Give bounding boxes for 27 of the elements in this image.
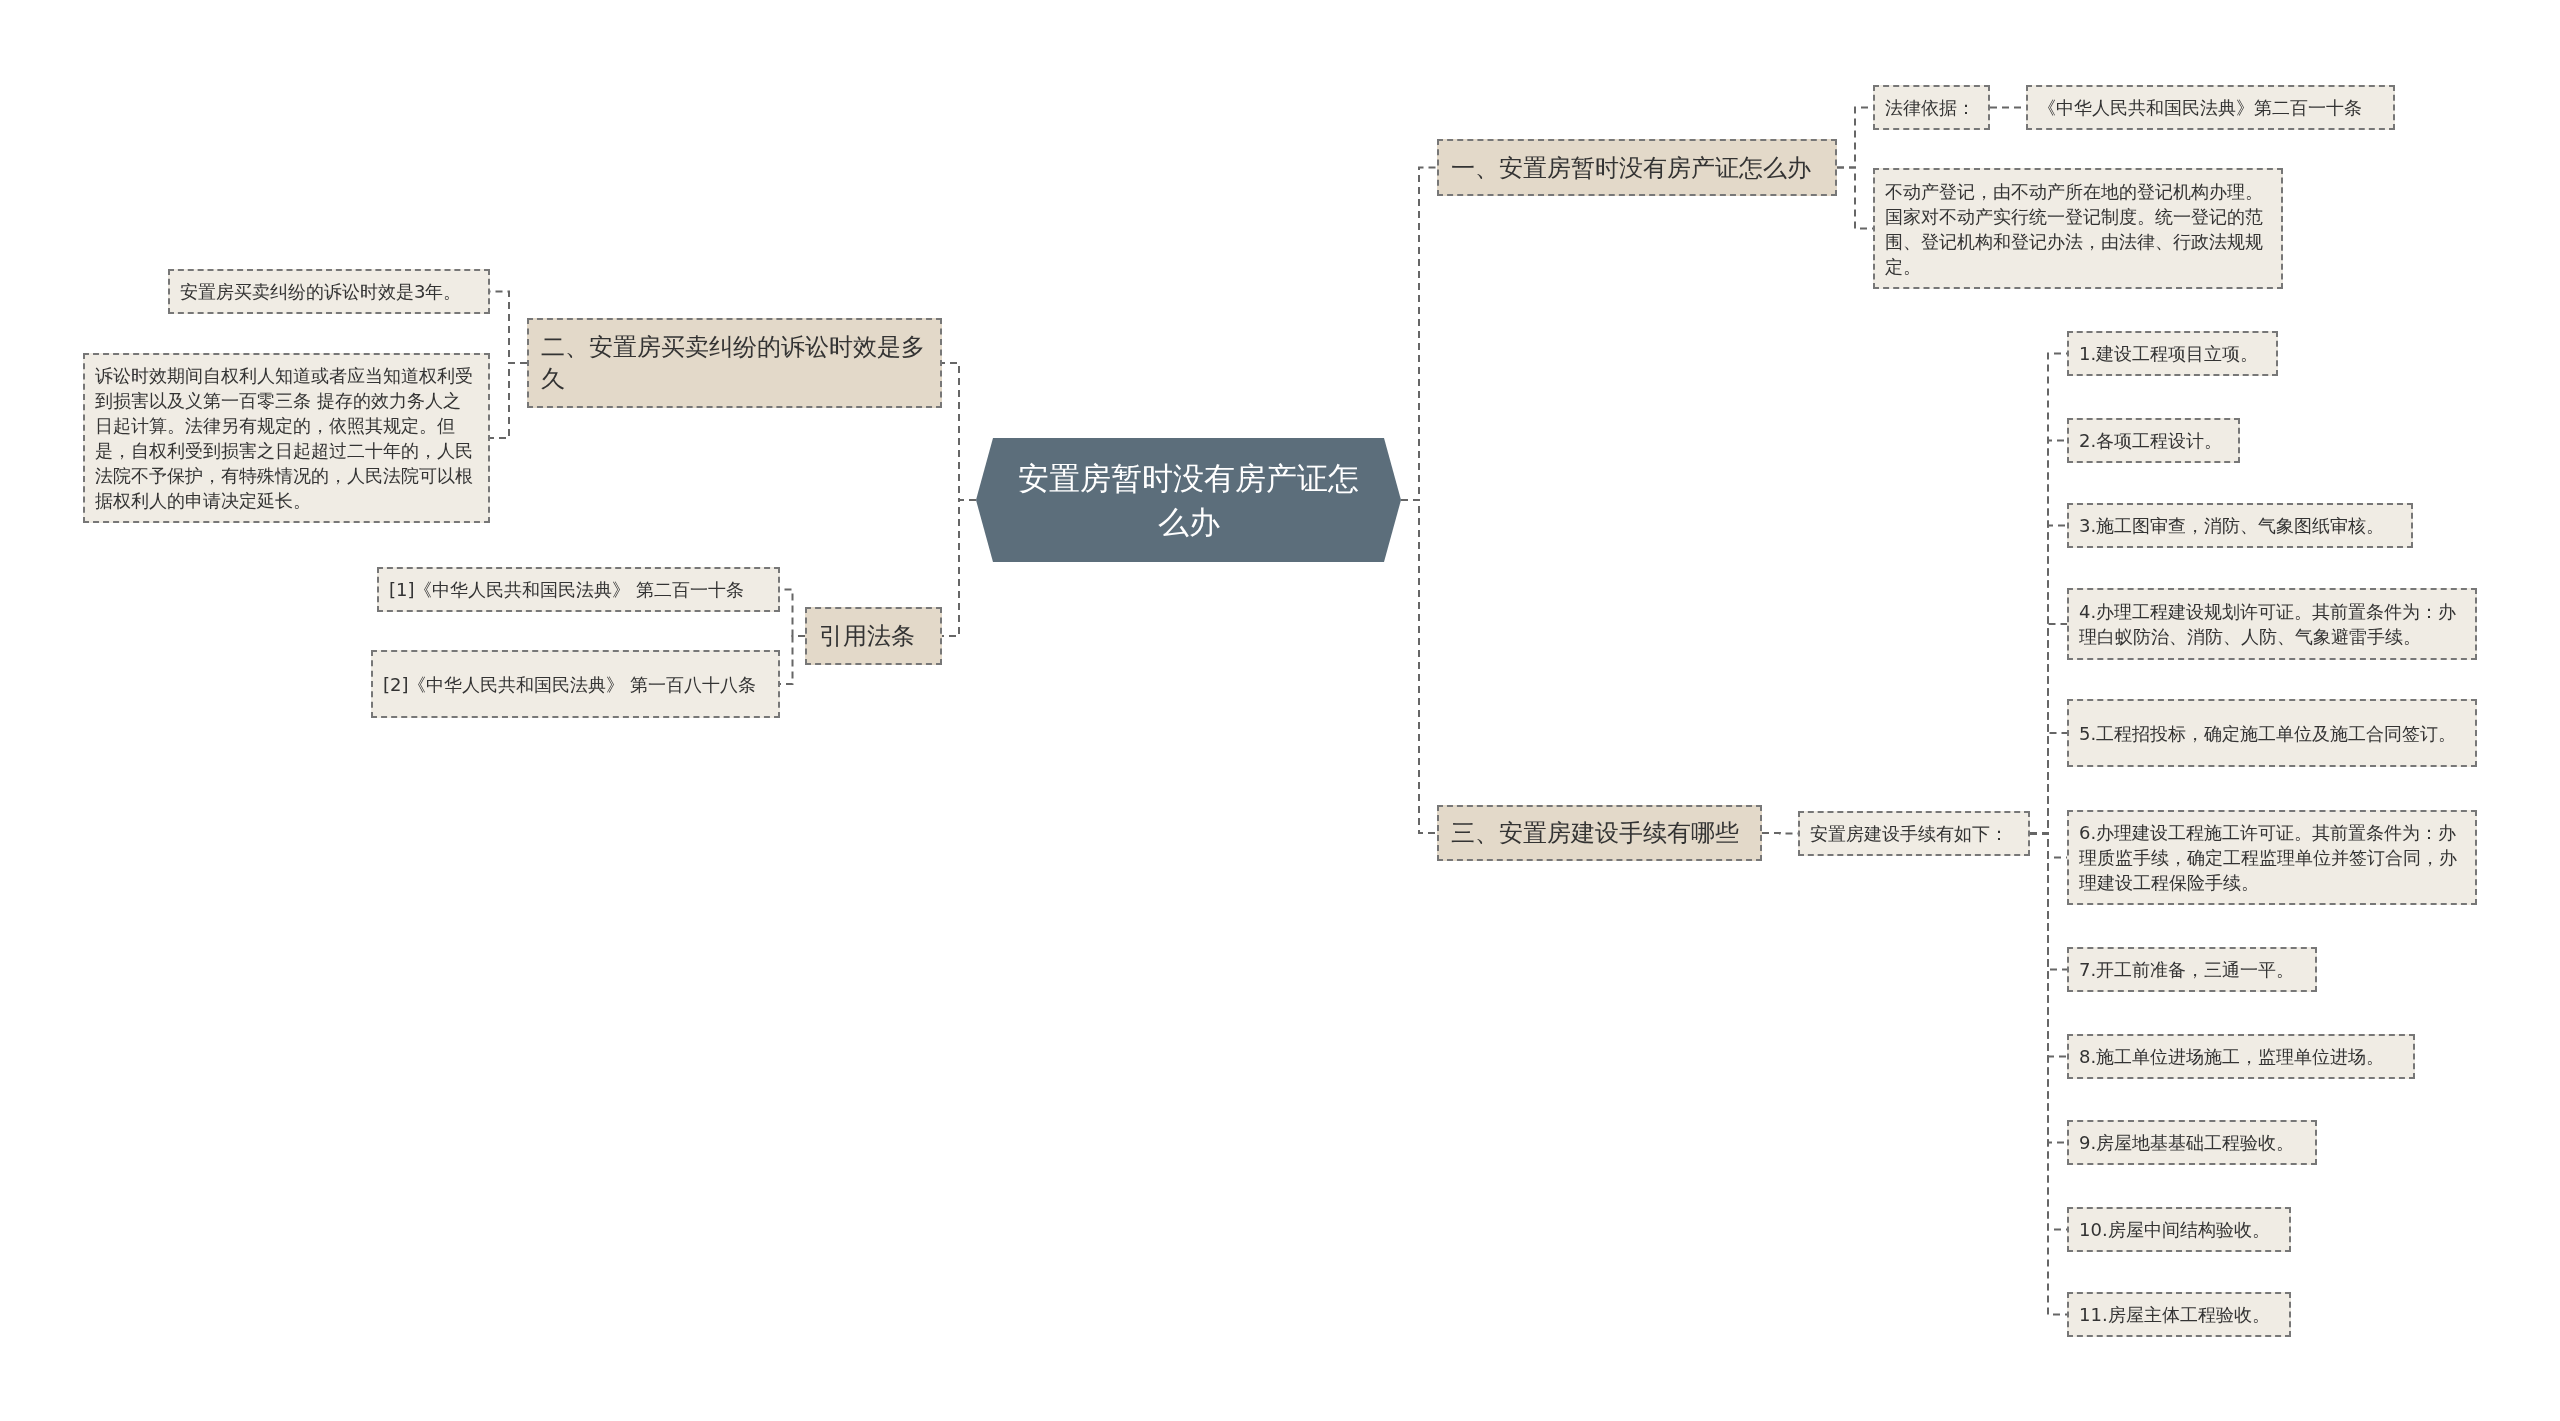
subtopic-box: 8.施工单位进场施工，监理单位进场。 bbox=[2067, 1034, 2415, 1079]
central-topic: 安置房暂时没有房产证怎么办 bbox=[976, 438, 1401, 562]
subtopic-box: [2]《中华人民共和国民法典》 第一百八十八条 bbox=[371, 650, 780, 718]
topic-box: 一、安置房暂时没有房产证怎么办 bbox=[1437, 139, 1837, 196]
subtopic-box: 诉讼时效期间自权利人知道或者应当知道权利受到损害以及义第一百零三条 提存的效力务人之日起计算。法律另有规定的，依照其规定。但是，自权利受到损害之日起超过二十年的，人民法院不予保护，有特殊情况的，人民法院可以根据权利人的申请决定延长。 bbox=[83, 353, 490, 523]
subtopic-box: 6.办理建设工程施工许可证。其前置条件为：办理质监手续，确定工程监理单位并签订合同，办理建设工程保险手续。 bbox=[2067, 810, 2477, 905]
subtopic-box: 安置房买卖纠纷的诉讼时效是3年。 bbox=[168, 269, 490, 314]
subtopic-box: 3.施工图审查，消防、气象图纸审核。 bbox=[2067, 503, 2413, 548]
subtopic-box: 11.房屋主体工程验收。 bbox=[2067, 1292, 2291, 1337]
subtopic-box: 4.办理工程建设规划许可证。其前置条件为：办理白蚁防治、消防、人防、气象避雷手续。 bbox=[2067, 588, 2477, 660]
subtopic-box: [1]《中华人民共和国民法典》 第二百一十条 bbox=[377, 567, 780, 612]
subtopic-box: 2.各项工程设计。 bbox=[2067, 418, 2240, 463]
topic-box: 引用法条 bbox=[805, 607, 942, 665]
subtopic-box: 安置房建设手续有如下： bbox=[1798, 811, 2030, 856]
subtopic-box: 1.建设工程项目立项。 bbox=[2067, 331, 2278, 376]
topic-box: 三、安置房建设手续有哪些 bbox=[1437, 805, 1762, 861]
connector-line bbox=[1400, 499, 1438, 834]
subtopic-box: 7.开工前准备，三通一平。 bbox=[2067, 947, 2317, 992]
connector-line bbox=[941, 499, 977, 637]
subtopic-box: 不动产登记，由不动产所在地的登记机构办理。国家对不动产实行统一登记制度。统一登记的范围、登记机构和登记办法，由法律、行政法规规定。 bbox=[1873, 168, 2283, 289]
subtopic-box: 9.房屋地基基础工程验收。 bbox=[2067, 1120, 2317, 1165]
subtopic-box: 《中华人民共和国民法典》第二百一十条 bbox=[2026, 85, 2395, 130]
subtopic-box: 5.工程招投标，确定施工单位及施工合同签订。 bbox=[2067, 699, 2477, 767]
subtopic-box: 法律依据： bbox=[1873, 85, 1990, 130]
topic-box: 二、安置房买卖纠纷的诉讼时效是多久 bbox=[527, 318, 942, 408]
subtopic-box: 10.房屋中间结构验收。 bbox=[2067, 1207, 2291, 1252]
connector-line bbox=[489, 362, 528, 439]
